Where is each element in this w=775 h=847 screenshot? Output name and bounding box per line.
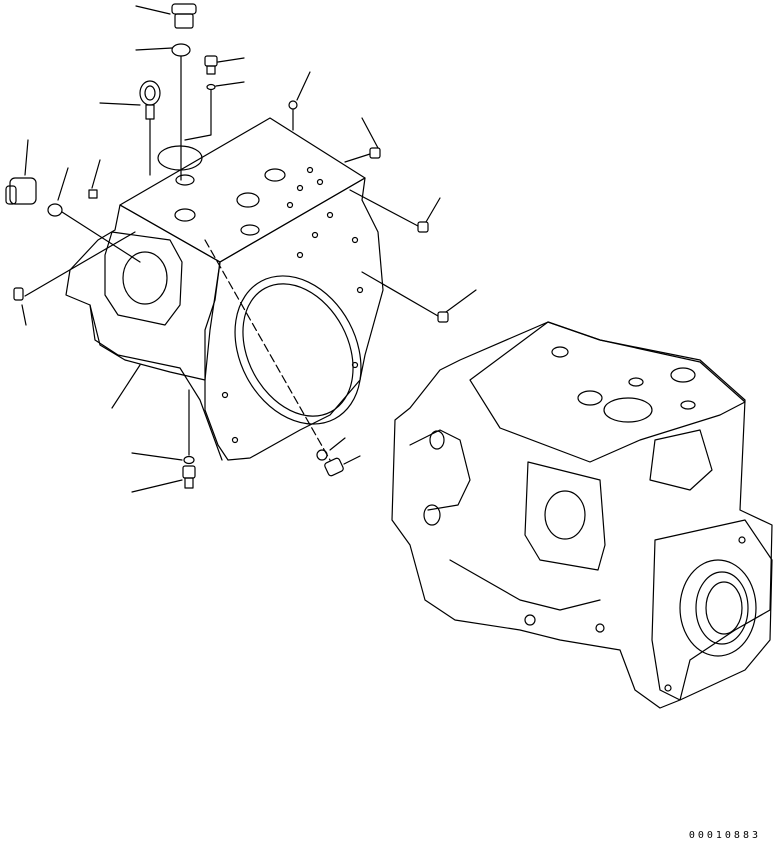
case-front-plate bbox=[204, 177, 384, 461]
case-top-hole bbox=[264, 168, 286, 182]
case-small-hole bbox=[231, 436, 239, 444]
assembly-outline bbox=[391, 321, 773, 709]
plug-top bbox=[135, 3, 197, 29]
case-side-body bbox=[65, 204, 221, 381]
assembly-top-hole bbox=[577, 390, 603, 406]
assembly-top-hole bbox=[680, 400, 696, 410]
assembly-side-flange bbox=[524, 461, 606, 571]
eye-bolt bbox=[99, 80, 161, 176]
case-top-hole bbox=[175, 174, 195, 186]
assembly-lower-bolt bbox=[595, 623, 605, 633]
assembly-left-plug bbox=[429, 430, 445, 450]
case-small-hole bbox=[306, 166, 314, 174]
assembly-top-bore bbox=[603, 397, 653, 423]
assembly-flange-hole bbox=[738, 536, 746, 544]
assembly-top-plate bbox=[469, 321, 746, 463]
case-small-hole bbox=[311, 231, 319, 239]
washer-small bbox=[184, 81, 245, 141]
case-top-hole bbox=[240, 224, 260, 236]
o-ring-side bbox=[47, 167, 141, 263]
bolt-top-right bbox=[204, 55, 245, 75]
plug-side bbox=[5, 139, 37, 205]
case-small-hole bbox=[351, 236, 359, 244]
o-ring bbox=[135, 43, 191, 181]
bolt-small bbox=[88, 159, 101, 199]
bottom-plug bbox=[131, 389, 196, 493]
case-top-boss bbox=[157, 145, 203, 171]
case-top-hole bbox=[236, 192, 260, 208]
assembly-rear-bore-inner bbox=[695, 571, 749, 645]
bottom-right-plug bbox=[316, 437, 361, 477]
assembly-lower-edge bbox=[449, 559, 601, 611]
case-side-port bbox=[122, 251, 168, 305]
case-small-hole bbox=[356, 286, 364, 294]
assembly-left-plug bbox=[423, 504, 441, 526]
assembly-rear-flange bbox=[651, 519, 773, 701]
case-top-face bbox=[119, 117, 366, 263]
nipple-left bbox=[13, 231, 136, 326]
case-small-hole bbox=[326, 211, 334, 219]
assembly-rear-bore bbox=[679, 559, 757, 657]
case-small-hole bbox=[316, 178, 324, 186]
case-small-hole bbox=[296, 251, 304, 259]
case-side-flange bbox=[104, 231, 183, 326]
assembly-rear-bore-core bbox=[705, 581, 743, 635]
case-small-hole bbox=[221, 391, 229, 399]
assembly-flange-hole bbox=[664, 684, 672, 692]
case-top-hole bbox=[174, 208, 196, 222]
assembly-left-boss bbox=[409, 429, 471, 511]
case-centerline bbox=[204, 239, 331, 461]
bolt-right-top bbox=[344, 117, 381, 163]
case-main-bore-inner bbox=[242, 283, 354, 417]
document-number: 00010883 bbox=[688, 830, 761, 841]
assembly-lower-bolt bbox=[524, 614, 536, 626]
pump-case-exploded bbox=[65, 117, 384, 461]
case-lower-body bbox=[89, 304, 223, 461]
case-small-hole bbox=[286, 201, 294, 209]
case-small-hole bbox=[296, 184, 304, 192]
case-main-bore bbox=[234, 275, 362, 425]
assembly-right-boss bbox=[649, 429, 713, 491]
assembly-top-hole bbox=[628, 377, 644, 387]
case-leader-line bbox=[111, 364, 141, 409]
assembly-side-port bbox=[544, 490, 586, 540]
assembly-top-hole bbox=[551, 346, 569, 358]
plug-top-right bbox=[288, 71, 311, 131]
plug-right-2 bbox=[361, 271, 477, 323]
case-small-hole bbox=[351, 361, 359, 369]
plug-right-1 bbox=[349, 189, 441, 233]
pump-assembly bbox=[391, 321, 773, 709]
loose-parts bbox=[5, 3, 477, 493]
assembly-top-hole bbox=[670, 367, 696, 383]
